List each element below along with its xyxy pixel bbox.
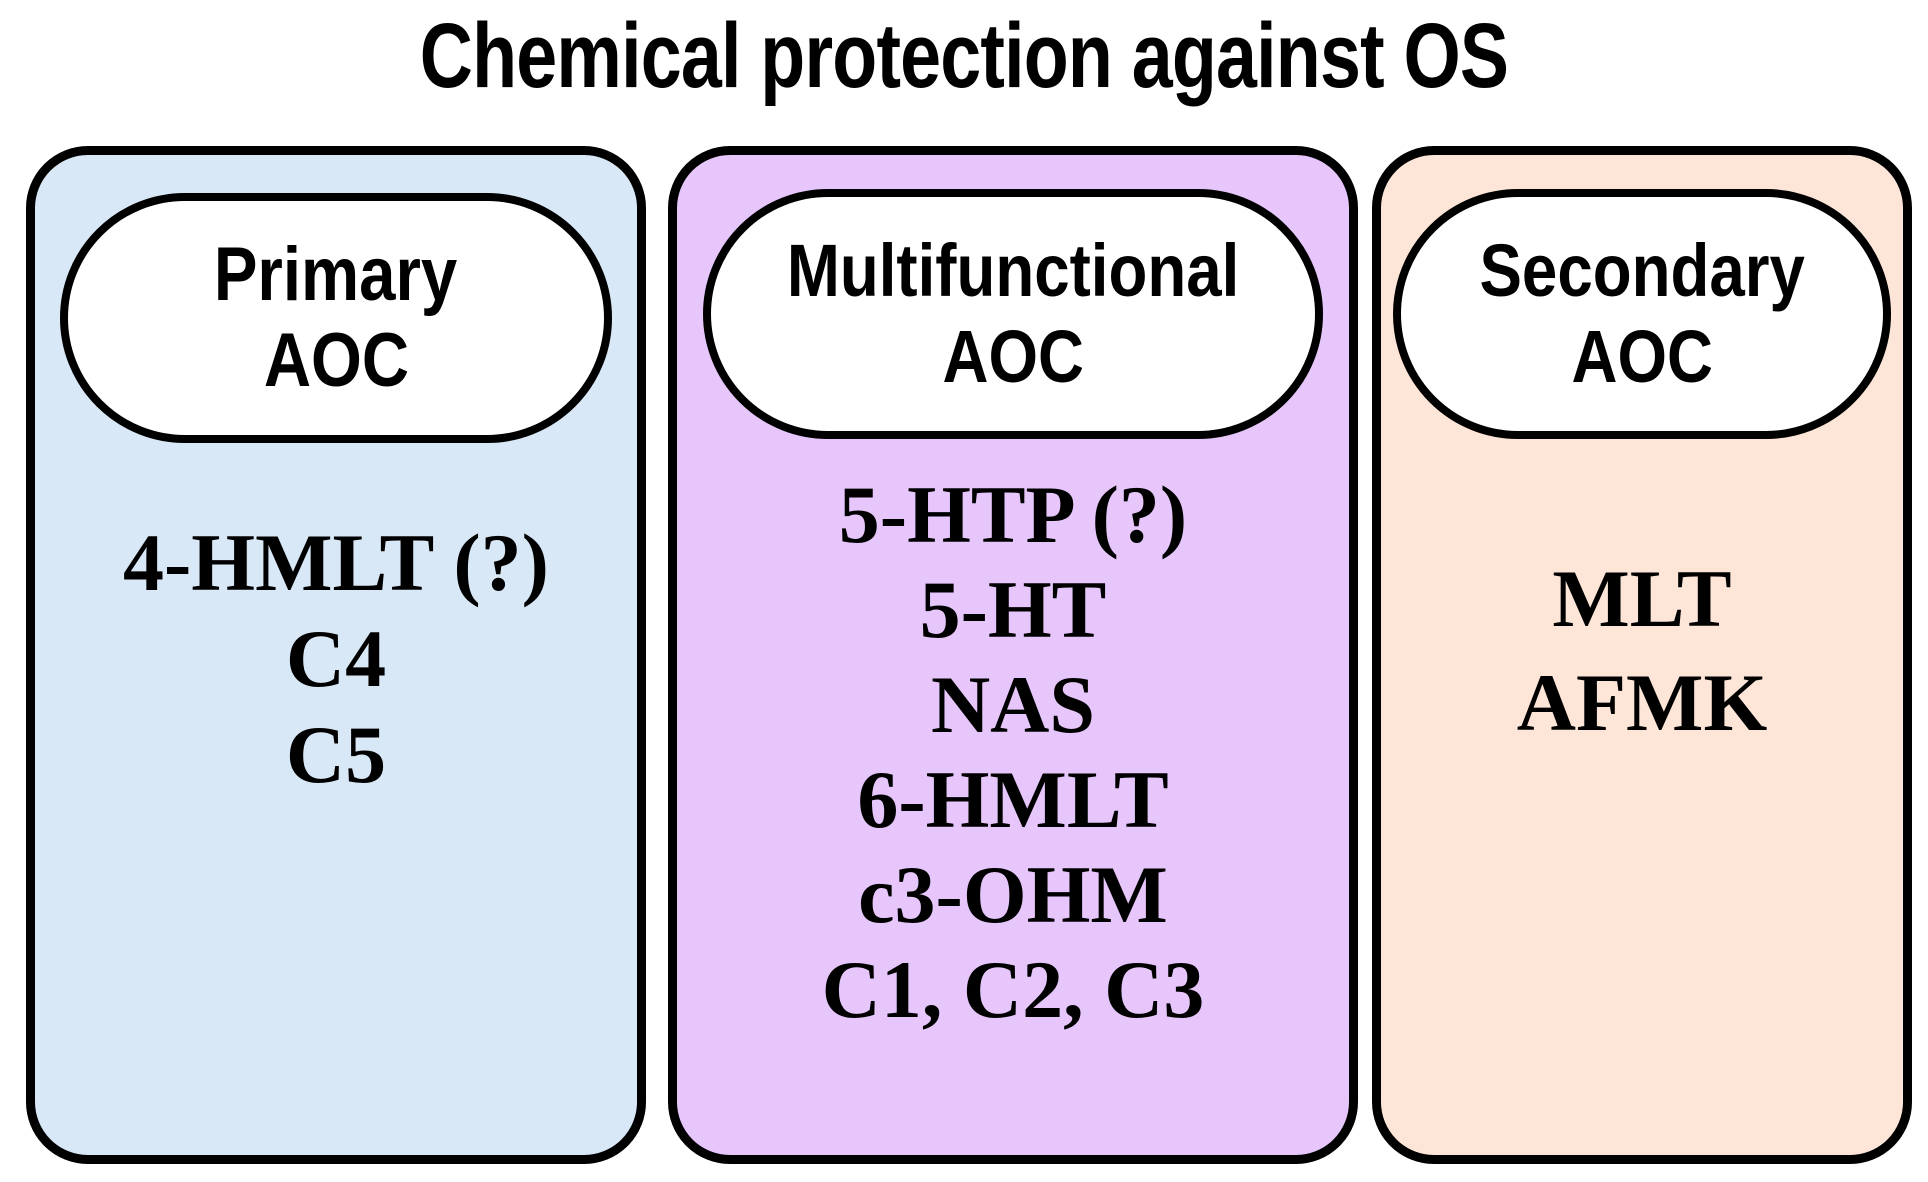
panel-primary-header-line2: AOC [263,318,409,403]
list-item: 5-HTP (?) [838,469,1188,560]
panel-multifunctional-header-line1: Multifunctional [786,229,1240,312]
panel-primary-header-line1: Primary [214,232,458,317]
list-item: 4-HMLT (?) [123,517,549,608]
panel-secondary-aoc: Secondary AOC MLT AFMK [1372,146,1912,1164]
panel-multifunctional-header-line2: AOC [942,315,1084,398]
list-item: 5-HT [919,564,1107,655]
list-item: 6-HMLT [857,754,1169,845]
panel-secondary-header: Secondary AOC [1393,189,1891,439]
panel-multifunctional-aoc: Multifunctional AOC 5-HTP (?) 5-HT NAS 6… [668,146,1358,1164]
list-item: C1, C2, C3 [821,944,1205,1035]
panel-secondary-header-line1: Secondary [1479,229,1805,312]
panel-secondary-entries: MLT AFMK [1381,547,1903,755]
panel-primary-aoc: Primary AOC 4-HMLT (?) C4 C5 [26,146,646,1164]
panel-secondary-header-line2: AOC [1571,315,1713,398]
panel-primary-header: Primary AOC [60,193,612,443]
list-item: MLT [1552,553,1732,644]
panel-multifunctional-entries: 5-HTP (?) 5-HT NAS 6-HMLT c3-OHM C1, C2,… [677,467,1349,1037]
list-item: AFMK [1516,657,1768,748]
figure-title: Chemical protection against OS [419,5,1509,107]
list-item: NAS [930,659,1096,750]
list-item: C4 [285,613,387,704]
list-item: C5 [285,709,387,800]
panel-primary-entries: 4-HMLT (?) C4 C5 [35,515,637,803]
panel-multifunctional-header: Multifunctional AOC [703,189,1323,439]
list-item: c3-OHM [858,849,1168,940]
panel-row: Primary AOC 4-HMLT (?) C4 C5 Multifuncti… [0,140,1928,1170]
